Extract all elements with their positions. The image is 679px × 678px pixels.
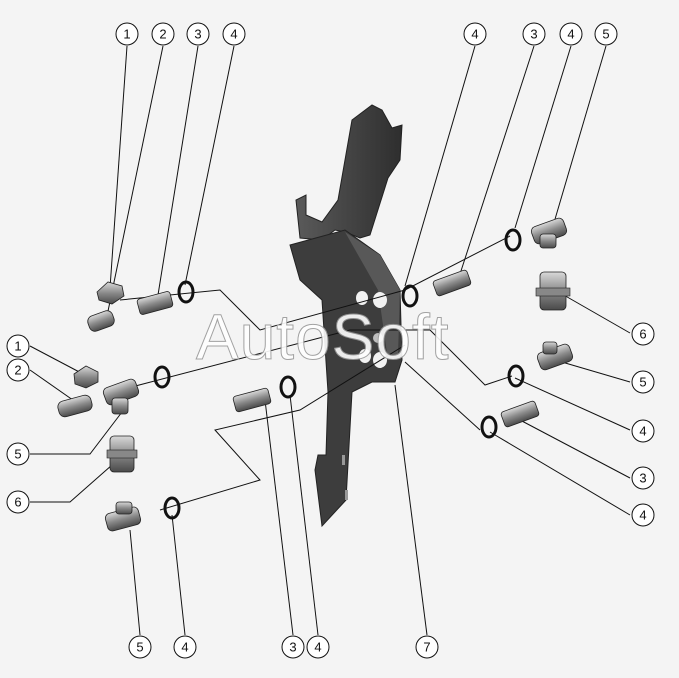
washer-4-mid [153, 365, 171, 389]
callout-circle [6, 490, 30, 514]
callout-1a: 1 [115, 22, 139, 46]
callout-circle [631, 370, 655, 394]
callout-circle [631, 503, 655, 527]
washer-4-right-top [504, 228, 522, 252]
bracket-part-7 [289, 104, 403, 528]
callout-number: 5 [136, 640, 143, 655]
callout-4a: 4 [222, 22, 246, 46]
washer-4-right-lower [480, 415, 498, 439]
callout-circle [6, 442, 30, 466]
callout-circle [151, 22, 175, 46]
callout-number: 2 [14, 363, 21, 378]
callout-5d: 5 [128, 635, 152, 659]
callout-circle [222, 22, 246, 46]
callout-4f: 4 [173, 635, 197, 659]
fitting-5-mid [102, 378, 140, 415]
callout-number: 1 [123, 27, 130, 42]
callout-4b: 4 [463, 22, 487, 46]
callout-group: 1 2 3 4 4 3 4 5 6 5 4 3 4 1 2 5 6 5 4 3 4 7 [6, 22, 655, 659]
leader-lines [29, 45, 631, 636]
callout-6b: 6 [6, 490, 30, 514]
callout-circle [173, 635, 197, 659]
callout-circle [631, 322, 655, 346]
fitting-3-right-upper [432, 269, 472, 297]
fitting-5-lower [104, 501, 142, 532]
callout-circle [415, 635, 439, 659]
callout-number: 1 [14, 339, 21, 354]
callout-number: 4 [230, 27, 237, 42]
fitting-2-upper [87, 310, 115, 332]
callout-2a: 2 [151, 22, 175, 46]
callout-circle [631, 419, 655, 443]
callout-6a: 6 [631, 322, 655, 346]
callout-number: 4 [639, 508, 646, 523]
callout-3b: 3 [522, 22, 546, 46]
callout-number: 2 [159, 27, 166, 42]
callout-5c: 5 [6, 442, 30, 466]
callout-number: 4 [639, 424, 646, 439]
callout-circle [594, 22, 618, 46]
callout-number: 3 [289, 640, 296, 655]
washer-4-right-mid [507, 364, 525, 388]
fitting-3-right-lower [500, 400, 540, 428]
fitting-6-right [535, 271, 571, 311]
callout-number: 4 [314, 640, 321, 655]
callout-circle [522, 22, 546, 46]
callout-number: 5 [14, 447, 21, 462]
callout-circle [186, 22, 210, 46]
callout-circle [306, 635, 330, 659]
fitting-5-right-top [530, 217, 568, 249]
callout-3c: 3 [631, 466, 655, 490]
fitting-1-upper [96, 281, 125, 305]
callout-circle [631, 466, 655, 490]
callout-number: 3 [530, 27, 537, 42]
callout-3d: 3 [281, 635, 305, 659]
callout-number: 5 [602, 27, 609, 42]
callout-circle [6, 334, 30, 358]
callout-5a: 5 [594, 22, 618, 46]
callout-number: 4 [471, 27, 478, 42]
washer-4-center [279, 375, 297, 399]
callout-7a: 7 [415, 635, 439, 659]
callout-number: 3 [194, 27, 201, 42]
fitting-3-center [232, 387, 272, 413]
callout-2b: 2 [6, 358, 30, 382]
callout-number: 3 [639, 471, 646, 486]
fitting-1-mid [73, 365, 99, 389]
callout-number: 7 [423, 640, 430, 655]
callout-circle [128, 635, 152, 659]
fitting-2-mid [57, 394, 93, 418]
callout-3a: 3 [186, 22, 210, 46]
callout-5b: 5 [631, 370, 655, 394]
callout-number: 4 [567, 27, 574, 42]
callout-4c: 4 [559, 22, 583, 46]
callout-number: 6 [639, 327, 646, 342]
callout-1b: 1 [6, 334, 30, 358]
callout-circle [115, 22, 139, 46]
callout-circle [281, 635, 305, 659]
callout-circle [559, 22, 583, 46]
washer-4-right-upper [401, 284, 419, 308]
callout-4e: 4 [631, 503, 655, 527]
callout-4d: 4 [631, 419, 655, 443]
fitting-6-left [106, 435, 138, 473]
callout-circle [463, 22, 487, 46]
callout-number: 6 [14, 495, 21, 510]
callout-circle [6, 358, 30, 382]
callout-number: 4 [181, 640, 188, 655]
fitting-5-right-mid [536, 341, 574, 371]
callout-4g: 4 [306, 635, 330, 659]
callout-number: 5 [639, 375, 646, 390]
washer-4-upper [177, 280, 195, 304]
washer-4-lower [163, 496, 181, 520]
fitting-3-upper [136, 291, 174, 315]
